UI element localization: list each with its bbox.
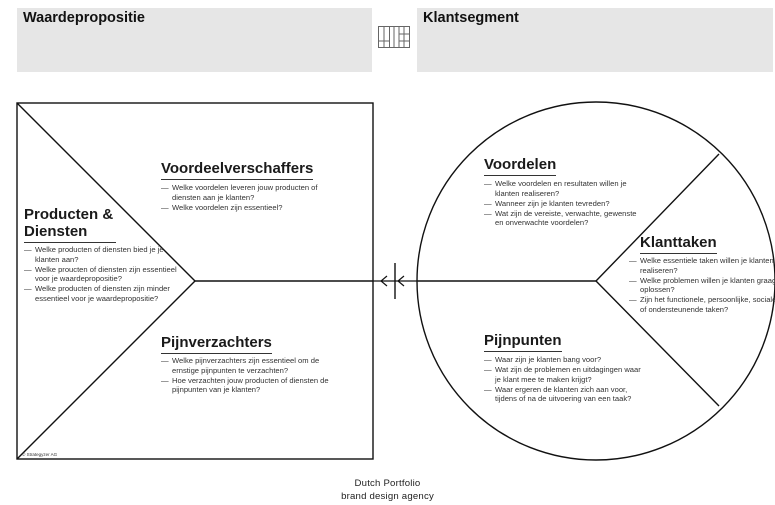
pain-relievers-question: Welke pijnverzachters zijn essentieel om… — [161, 356, 331, 375]
customer-jobs-title: Klanttaken — [640, 233, 717, 254]
pains-question: Wat zijn de problemen en uitdagingen waa… — [484, 365, 644, 384]
products-services-title-line1: Producten & — [24, 206, 114, 223]
customer-profile-divider-top — [595, 153, 720, 282]
gain-creators-question: Welke voordelen zijn essentieel? — [161, 203, 326, 213]
canvas-logo-icon — [378, 26, 410, 48]
value-proposition-title: Waardepropositie — [23, 10, 145, 26]
pain-relievers-questions: Welke pijnverzachters zijn essentieel om… — [161, 356, 331, 395]
products-services-question: Welke producten of diensten bied je je k… — [24, 245, 184, 264]
customer-segment-header: Klantsegment — [417, 8, 773, 72]
footer-tagline: brand design agency — [341, 491, 434, 502]
customer-segment-title: Klantsegment — [423, 10, 519, 26]
gain-creators-question: Welke voordelen leveren jouw producten o… — [161, 183, 326, 202]
products-services-question: Welke proucten of diensten zijn essentie… — [24, 265, 184, 284]
pains-question: Waar zijn je klanten bang voor? — [484, 355, 644, 365]
pains-question: Waar ergeren de klanten zich aan voor, t… — [484, 385, 644, 404]
pains-questions: Waar zijn je klanten bang voor? Wat zijn… — [484, 355, 644, 404]
footer-company-name: Dutch Portfolio — [354, 478, 421, 489]
gain-creators-questions: Welke voordelen leveren jouw producten o… — [161, 183, 326, 213]
gains-title: Voordelen — [484, 155, 557, 176]
copyright-label: © Strategyzer AG — [22, 452, 58, 457]
gains-questions: Welke voordelen en resultaten willen je … — [484, 179, 644, 228]
customer-jobs-questions: Welke essentiele taken willen je klanten… — [629, 256, 775, 315]
pains-title: Pijnpunten — [484, 331, 562, 352]
products-services-title-line2: Diensten — [24, 222, 116, 243]
customer-profile-divider-bottom — [595, 280, 720, 407]
gains-question: Wanneer zijn je klanten tevreden? — [484, 199, 644, 209]
value-proposition-header: Waardepropositie — [17, 8, 372, 72]
customer-jobs-question: Zijn het functionele, persoonlijke, soci… — [629, 295, 775, 314]
gains-question: Welke voordelen en resultaten willen je … — [484, 179, 644, 198]
fit-arrow-left-head — [380, 275, 388, 287]
fit-arrow-right-head — [397, 275, 405, 287]
customer-jobs-question: Welke problemen willen je klanten graag … — [629, 276, 775, 295]
pain-relievers-title: Pijnverzachters — [161, 333, 272, 354]
gains-question: Wat zijn de vereiste, verwachte, gewenst… — [484, 209, 644, 228]
gain-creators-title: Voordeelverschaffers — [161, 159, 314, 180]
pain-relievers-question: Hoe verzachten jouw producten of dienste… — [161, 376, 331, 395]
products-services-questions: Welke producten of diensten bied je je k… — [24, 245, 184, 304]
value-map-divider-bottom — [16, 280, 196, 460]
customer-jobs-question: Welke essentiele taken willen je klanten… — [629, 256, 775, 275]
products-services-question: Welke producten of diensten zijn minder … — [24, 284, 184, 303]
